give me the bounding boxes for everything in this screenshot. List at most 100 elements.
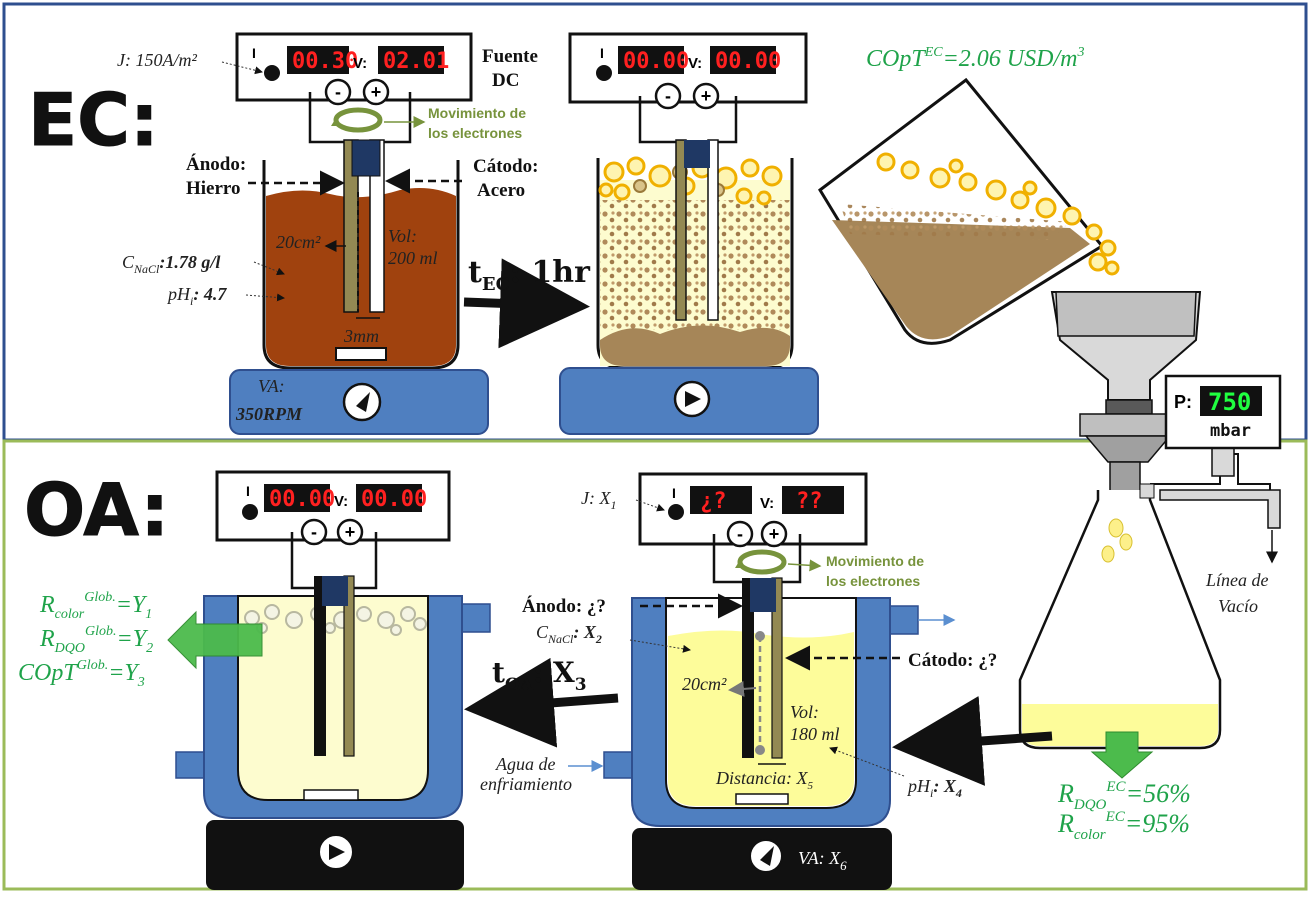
ec-gap-label: 3mm (343, 326, 379, 346)
supply1-knob (264, 65, 280, 81)
ec-electron-movement-icon (331, 107, 426, 133)
ec-rcolor-result: RcolorEC=95% (1057, 809, 1190, 843)
oa-electron-label-line2: los electrones (826, 573, 920, 589)
vacuum-label-line2: Vacío (1218, 596, 1258, 616)
filtrate-to-oa-arrow (892, 696, 1053, 786)
ec-volume-label-line1: Vol: (388, 226, 417, 246)
svg-text:I: I (672, 485, 676, 501)
vacuum-label-line1: Línea de (1205, 570, 1269, 590)
oa-time-label: tOA: X3 (492, 656, 587, 695)
ec-beaker-brown (262, 160, 460, 370)
vacuum-pressure-gauge: P: 750 mbar (1164, 374, 1282, 450)
ec-electron-label-line1: Movimiento de (428, 105, 526, 121)
ec-cathode-label-line2: Acero (477, 180, 525, 201)
ec-va-value: 350RPM (235, 404, 303, 424)
supply1-i-label: I (252, 45, 256, 61)
ec-electrodes (343, 139, 385, 319)
oa-cathode-label: Cátodo: ¿? (908, 650, 997, 671)
supply4-voltage-display: ?? (796, 489, 823, 514)
supply4-current-display: ¿? (700, 489, 727, 514)
supply2-voltage-display: 00.00 (715, 49, 781, 74)
ec-time-label: tEC: 1hr (468, 255, 591, 295)
oa-electron-movement-icon (735, 549, 822, 575)
ec-cost-label: COpTEC=2.06 USD/m3 (866, 45, 1084, 72)
svg-text:+: + (701, 86, 712, 106)
svg-text:+: + (371, 82, 382, 102)
svg-text:COpTEC=2.06 USD/m3: COpTEC=2.06 USD/m3 (866, 45, 1084, 72)
svg-text:+: + (345, 522, 356, 542)
oa-volume-label-line2: 180 ml (790, 724, 840, 744)
oa-time-arrow (464, 657, 619, 748)
svg-text:V:: V: (334, 493, 348, 510)
oa-rdqo-result: RDQOGlob.=Y2 (39, 624, 153, 656)
oa-va-label: VA: X6 (798, 848, 847, 873)
cooling-label-line1: Agua de (495, 754, 555, 774)
svg-text:-: - (335, 82, 341, 102)
ec-va-label: VA: (258, 376, 285, 396)
pressure-display: 750 (1208, 388, 1251, 416)
ec-rdqo-result: RDQOEC=56% (1057, 779, 1191, 813)
svg-text:CNaCl:1.78 g/l: CNaCl:1.78 g/l (122, 252, 220, 276)
oa-title: OA: (24, 468, 169, 552)
svg-text:pHi: X4: pHi: X4 (906, 776, 962, 800)
svg-text:-: - (311, 522, 317, 542)
ec-title: EC: (28, 78, 159, 162)
pressure-unit: mbar (1210, 421, 1251, 441)
fuente-label-line2: DC (492, 70, 519, 91)
oa-result-arrow (167, 610, 263, 670)
ec-cnacl-label: CNaCl:1.78 g/l (122, 252, 220, 276)
oa-stirrer-plate-2 (632, 828, 892, 890)
svg-text:RcolorEC=95%: RcolorEC=95% (1057, 809, 1190, 843)
oa-anode-label: Ánodo: ¿? (522, 595, 606, 617)
oa-volume-label-line1: Vol: (790, 702, 819, 722)
svg-text:COpTGlob.=Y3: COpTGlob.=Y3 (18, 658, 145, 690)
oa-power-supply-1: I 00.00 V: 00.00 - + (215, 470, 451, 590)
svg-text:pHi: 4.7: pHi: 4.7 (166, 284, 227, 308)
fuente-label-line1: Fuente (482, 46, 538, 67)
ec-area-label: 20cm² (276, 232, 321, 252)
svg-text:V:: V: (688, 55, 702, 72)
supply1-current-display: 00.30 (292, 49, 358, 74)
pressure-label: P: (1174, 392, 1192, 412)
ec-beaker-yellow-flocs (596, 139, 794, 370)
svg-text:I: I (246, 483, 250, 499)
oa-power-supply-2: I ¿? V: ?? - + (638, 472, 868, 584)
svg-text:tOA: X3: tOA: X3 (492, 656, 587, 695)
svg-text:tEC: 1hr: tEC: 1hr (468, 255, 591, 295)
ec-result-arrow (1090, 731, 1154, 779)
ec-power-supply-2: I 00.00 V: 00.00 - + (568, 32, 808, 144)
oa-phi-label: pHi: X4 (906, 776, 962, 800)
oa-cnacl-label: CNaCl: X2 (536, 622, 602, 646)
supply3-current-display: 00.00 (269, 487, 335, 512)
oa-area-label: 20cm² (682, 674, 727, 694)
supply1-minus-terminal (324, 78, 352, 106)
supply1-voltage-display: 02.01 (383, 49, 449, 74)
svg-text:CNaCl: X2: CNaCl: X2 (536, 622, 602, 646)
supply1-v-label: V: (353, 55, 367, 72)
svg-text:I: I (600, 45, 604, 61)
svg-text:RDQOEC=56%: RDQOEC=56% (1057, 779, 1191, 813)
oa-rcolor-result: RcolorGlob.=Y1 (39, 590, 152, 622)
supply3-voltage-display: 00.00 (361, 487, 427, 512)
ec-anode-label-line1: Ánodo: (186, 153, 246, 175)
cooling-label-line2: enfriamiento (480, 774, 572, 794)
ec-time-arrow (463, 258, 590, 349)
svg-text:V:: V: (760, 495, 774, 512)
oa-jacketed-reactor-2 (603, 577, 919, 827)
oa-stirrer-plate-1 (206, 820, 464, 890)
ec-electron-label-line2: los electrones (428, 125, 522, 141)
ec-phi-label: pHi: 4.7 (166, 284, 227, 308)
oa-distance-label: Distancia: X5 (715, 768, 814, 792)
svg-text:RcolorGlob.=Y1: RcolorGlob.=Y1 (39, 590, 152, 622)
svg-text:RDQOGlob.=Y2: RDQOGlob.=Y2 (39, 624, 153, 656)
oa-j-label: J: X1 (581, 488, 616, 512)
svg-text:+: + (769, 524, 780, 544)
ec-current-density-label: J: 150A/m² (117, 50, 197, 70)
oa-cost-result: COpTGlob.=Y3 (18, 658, 145, 690)
oa-electron-label-line1: Movimiento de (826, 553, 924, 569)
ec-stirrer-plate-1 (229, 369, 489, 435)
ec-power-supply-1: I 00.30 V: 02.01 - + (235, 32, 473, 144)
svg-text:-: - (665, 86, 671, 106)
ec-anode-label-line2: Hierro (186, 178, 241, 199)
